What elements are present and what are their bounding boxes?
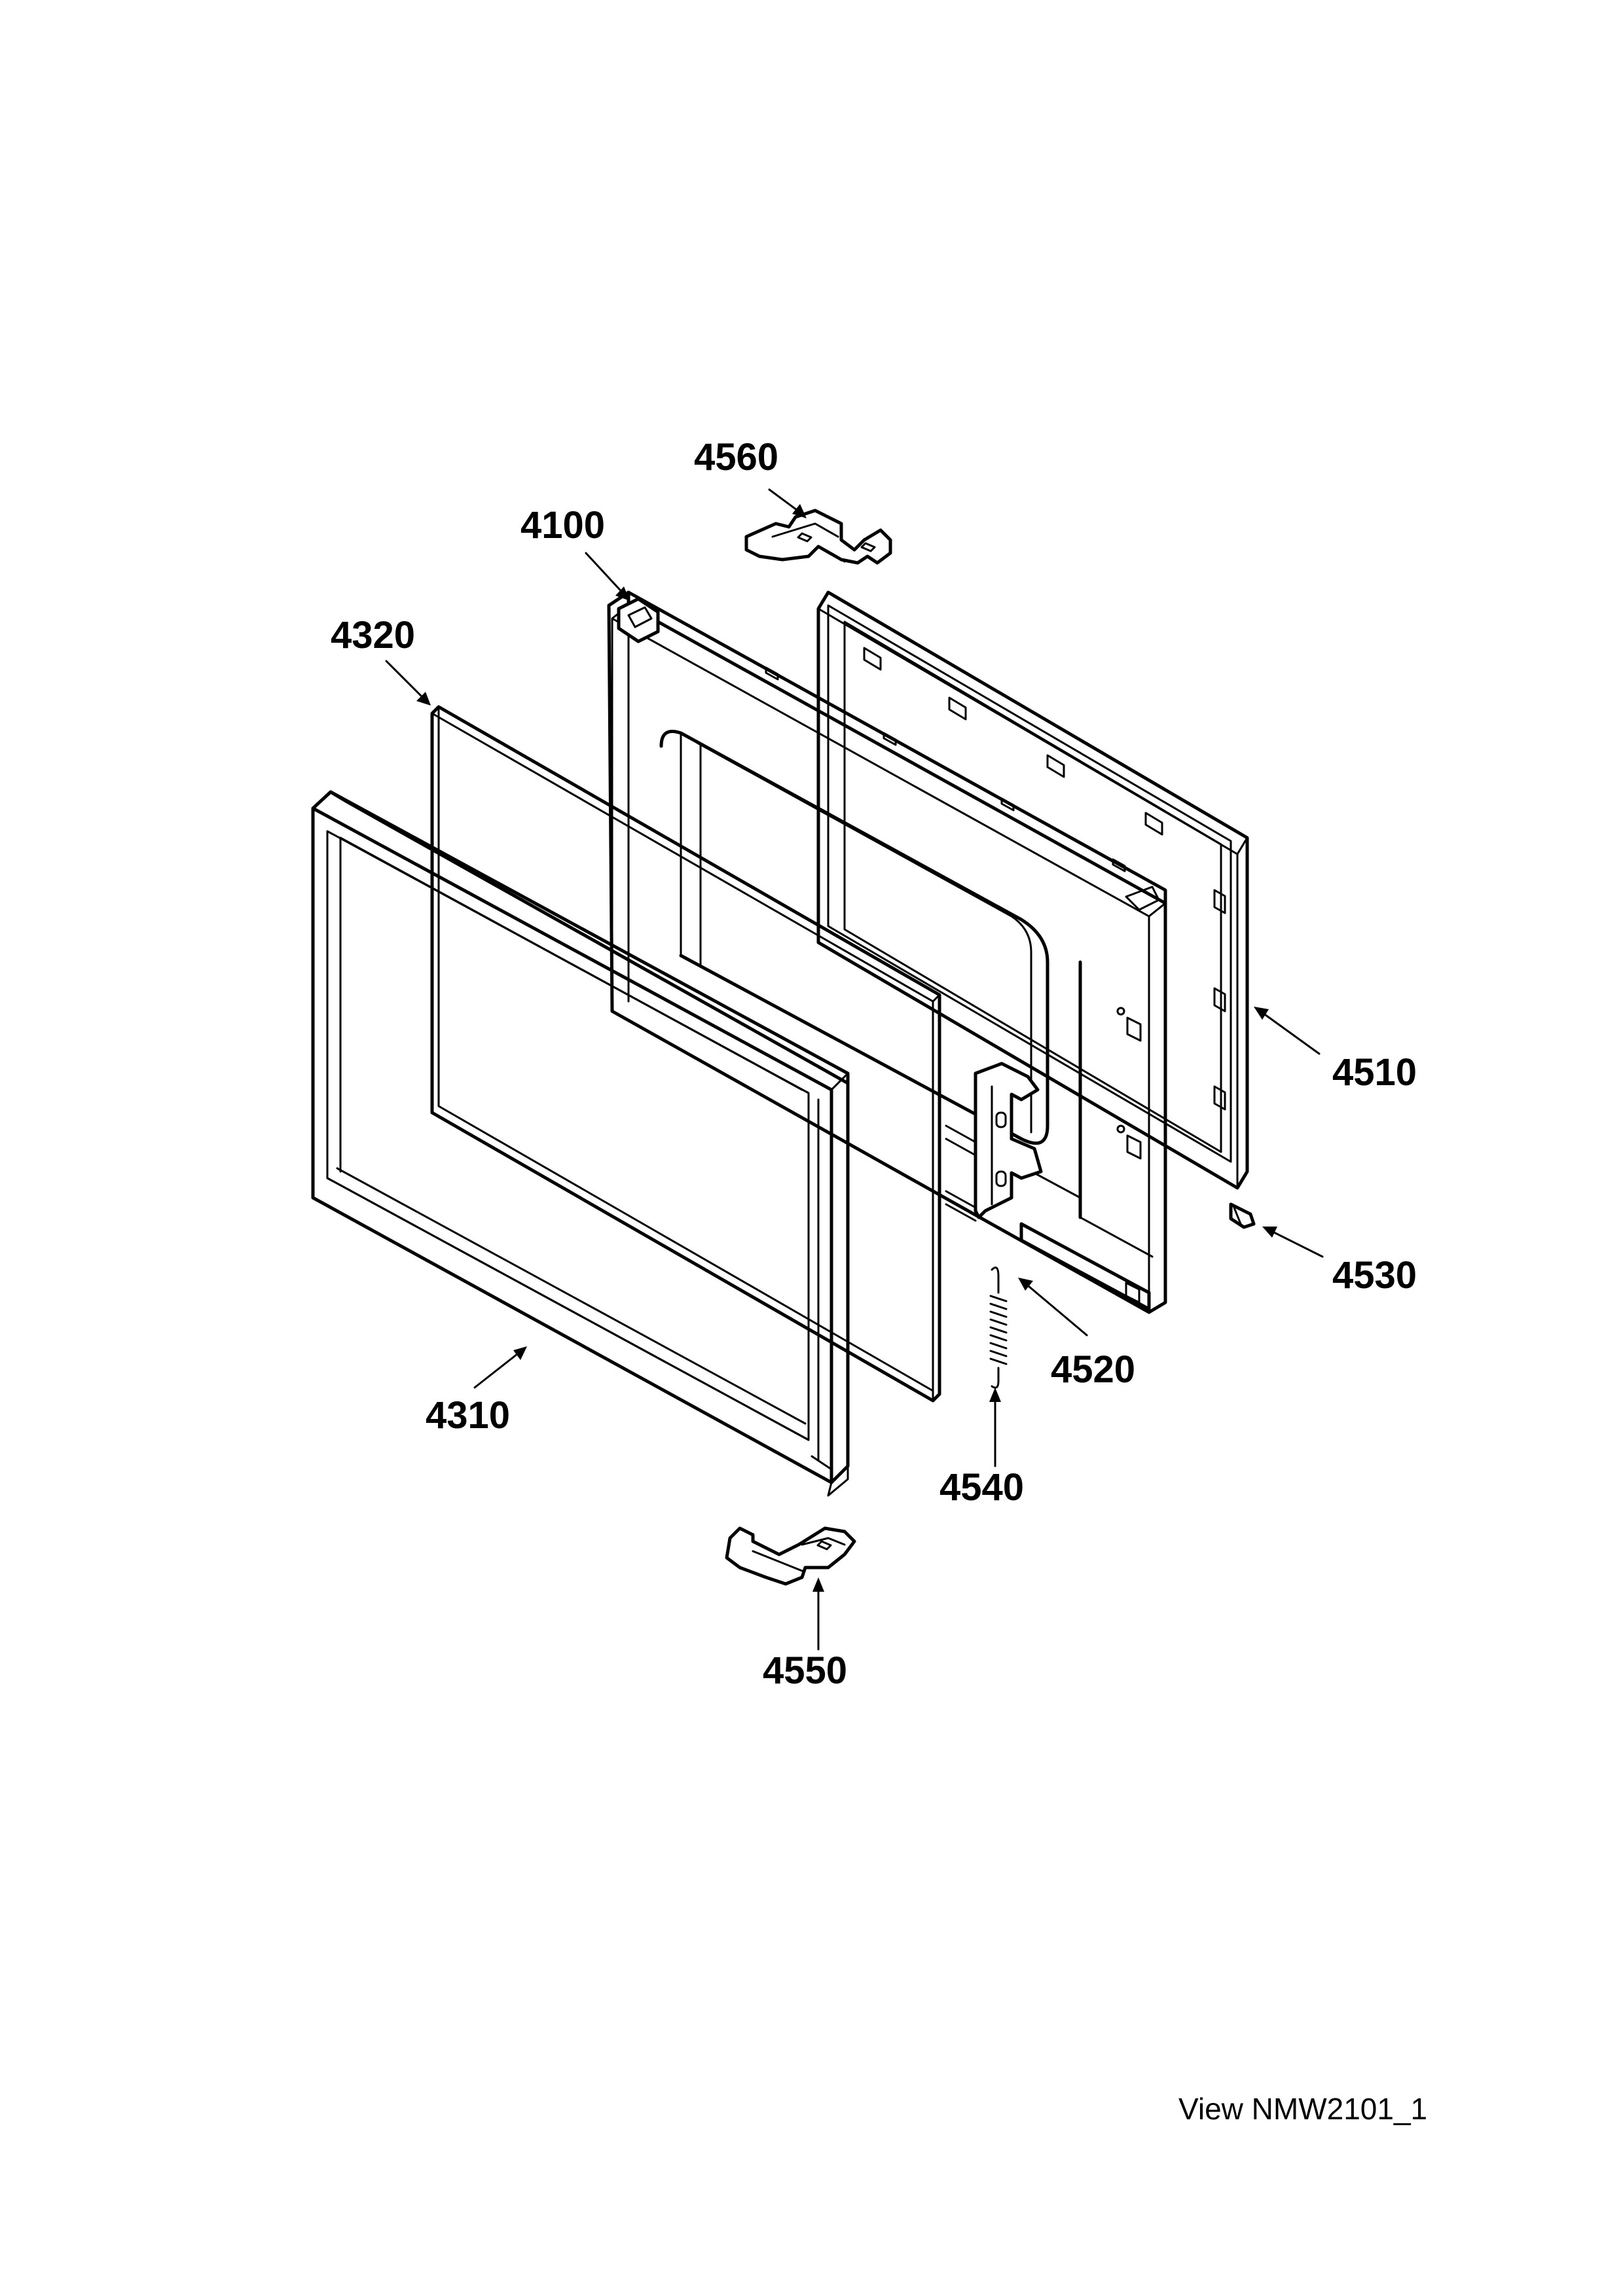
label-4560: 4560 [694, 436, 778, 478]
part-4550-lower-hinge [725, 1526, 856, 1586]
part-4560-upper-hinge [744, 509, 892, 565]
label-4530: 4530 [1332, 1254, 1417, 1297]
label-4100: 4100 [520, 504, 605, 547]
label-4310: 4310 [426, 1394, 510, 1437]
part-4510-rear-frame [816, 590, 1249, 1190]
label-4320: 4320 [331, 614, 415, 656]
label-4510: 4510 [1332, 1051, 1417, 1094]
part-4100-door-panel [607, 590, 1167, 1314]
part-4520-latch-hook [945, 1062, 1043, 1222]
part-4320-glass-panel [430, 705, 941, 1403]
view-id-label: View NMW2101_1 [1178, 2092, 1428, 2126]
label-4550: 4550 [763, 1649, 847, 1692]
part-4310-front-frame [311, 790, 850, 1497]
part-4530-screw [1229, 1202, 1256, 1229]
leader-arrows [385, 488, 1324, 1651]
label-4520: 4520 [1051, 1348, 1135, 1391]
part-4540-spring [989, 1266, 1008, 1389]
label-4540: 4540 [939, 1466, 1024, 1509]
